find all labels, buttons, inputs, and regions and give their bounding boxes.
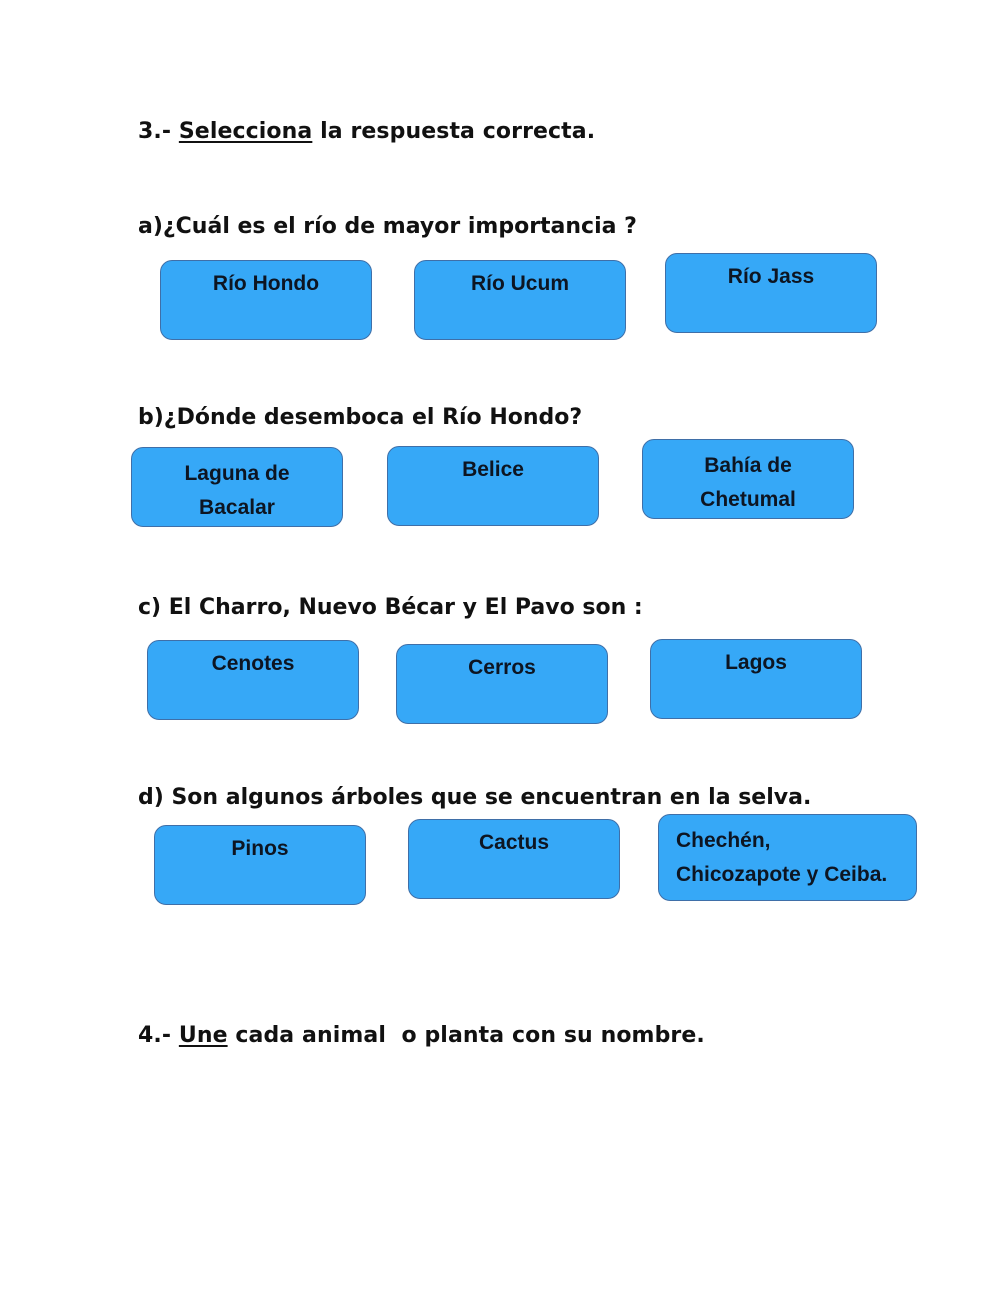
option-b-bahia-de-chetumal[interactable]: Bahía de Chetumal bbox=[642, 439, 854, 519]
option-d-pinos[interactable]: Pinos bbox=[154, 825, 366, 905]
option-label-line-1: Chechén, bbox=[676, 829, 771, 852]
option-d-chechen-chicozapote-ceiba[interactable]: Chechén, Chicozapote y Ceiba. bbox=[658, 814, 917, 901]
option-a-rio-ucum[interactable]: Río Ucum bbox=[414, 260, 626, 340]
question-d-prompt: d) Son algunos árboles que se encuentran… bbox=[138, 785, 812, 810]
option-b-laguna-de-bacalar[interactable]: Laguna de Bacalar bbox=[131, 447, 343, 527]
section-3-instruction: la respuesta correcta. bbox=[312, 119, 596, 144]
option-label: Río Jass bbox=[727, 265, 815, 288]
option-label: Cerros bbox=[468, 656, 536, 679]
option-label: Pinos bbox=[231, 837, 289, 860]
option-label-line-2: Chicozapote y Ceiba. bbox=[676, 863, 888, 886]
section-4-instruction: cada animal o planta con su nombre. bbox=[227, 1023, 705, 1048]
option-c-lagos[interactable]: Lagos bbox=[650, 639, 862, 719]
section-3-heading: 3.- Selecciona la respuesta correcta. bbox=[138, 121, 595, 143]
section-4-number: 4.- bbox=[138, 1023, 179, 1048]
option-label-line-2: Bacalar bbox=[199, 496, 275, 519]
question-c-prompt: c) El Charro, Nuevo Bécar y El Pavo son … bbox=[138, 595, 643, 620]
option-c-cenotes[interactable]: Cenotes bbox=[147, 640, 359, 720]
option-b-belice[interactable]: Belice bbox=[387, 446, 599, 526]
option-a-rio-hondo[interactable]: Río Hondo bbox=[160, 260, 372, 340]
option-label-line-1: Laguna de bbox=[184, 462, 290, 485]
option-label: Belice bbox=[462, 458, 524, 481]
section-4-heading: 4.- Une cada animal o planta con su nomb… bbox=[138, 1025, 705, 1047]
option-c-cerros[interactable]: Cerros bbox=[396, 644, 608, 724]
option-label: Río Hondo bbox=[212, 272, 320, 295]
question-a-prompt: a)¿Cuál es el río de mayor importancia ? bbox=[138, 214, 637, 239]
option-label: Lagos bbox=[725, 651, 787, 674]
option-d-cactus[interactable]: Cactus bbox=[408, 819, 620, 899]
option-label: Cenotes bbox=[211, 652, 295, 675]
section-3-verb: Selecciona bbox=[178, 119, 313, 144]
question-b-prompt: b)¿Dónde desemboca el Río Hondo? bbox=[138, 405, 583, 430]
section-3-number: 3.- bbox=[138, 119, 179, 144]
option-label-line-2: Chetumal bbox=[700, 488, 796, 511]
option-a-rio-jass[interactable]: Río Jass bbox=[665, 253, 877, 333]
option-label: Cactus bbox=[478, 831, 550, 854]
option-label-line-1: Bahía de bbox=[704, 454, 792, 477]
section-4-verb: Une bbox=[178, 1023, 228, 1048]
option-label: Río Ucum bbox=[470, 272, 569, 295]
